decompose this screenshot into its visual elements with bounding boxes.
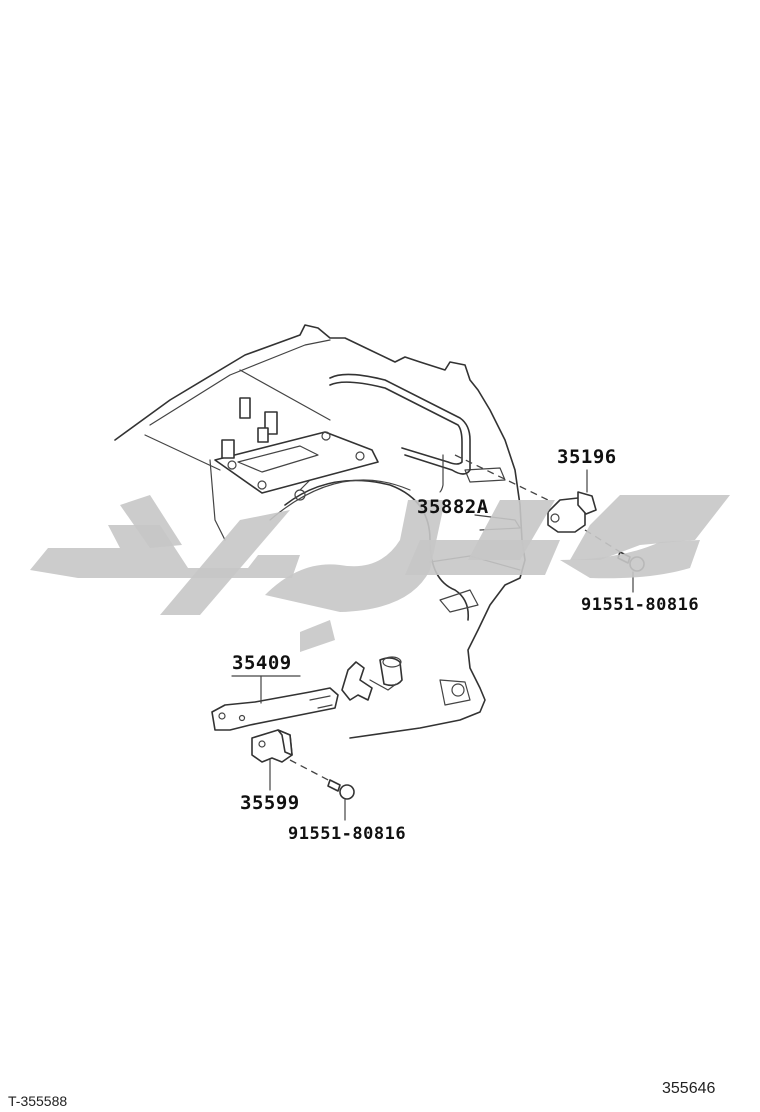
detent-assembly	[341, 656, 403, 701]
label-91551-lower: 91551-80816	[288, 824, 407, 844]
footer-left-code: T-355588	[8, 1093, 68, 1109]
watermark-logo	[30, 495, 730, 652]
transmission-housing	[114, 324, 526, 739]
label-91551-upper: 91551-80816	[581, 595, 700, 615]
clamp-35196	[454, 454, 626, 556]
bolt-lower	[327, 779, 355, 821]
label-35196: 35196	[557, 446, 617, 468]
label-35599: 35599	[240, 792, 300, 814]
tube-35882a	[329, 373, 471, 493]
bracket-35599	[251, 729, 333, 791]
footer-right-code: 355646	[662, 1080, 716, 1097]
label-35882a: 35882A	[417, 496, 489, 518]
lever-35409	[211, 675, 339, 731]
label-35409: 35409	[232, 652, 292, 674]
